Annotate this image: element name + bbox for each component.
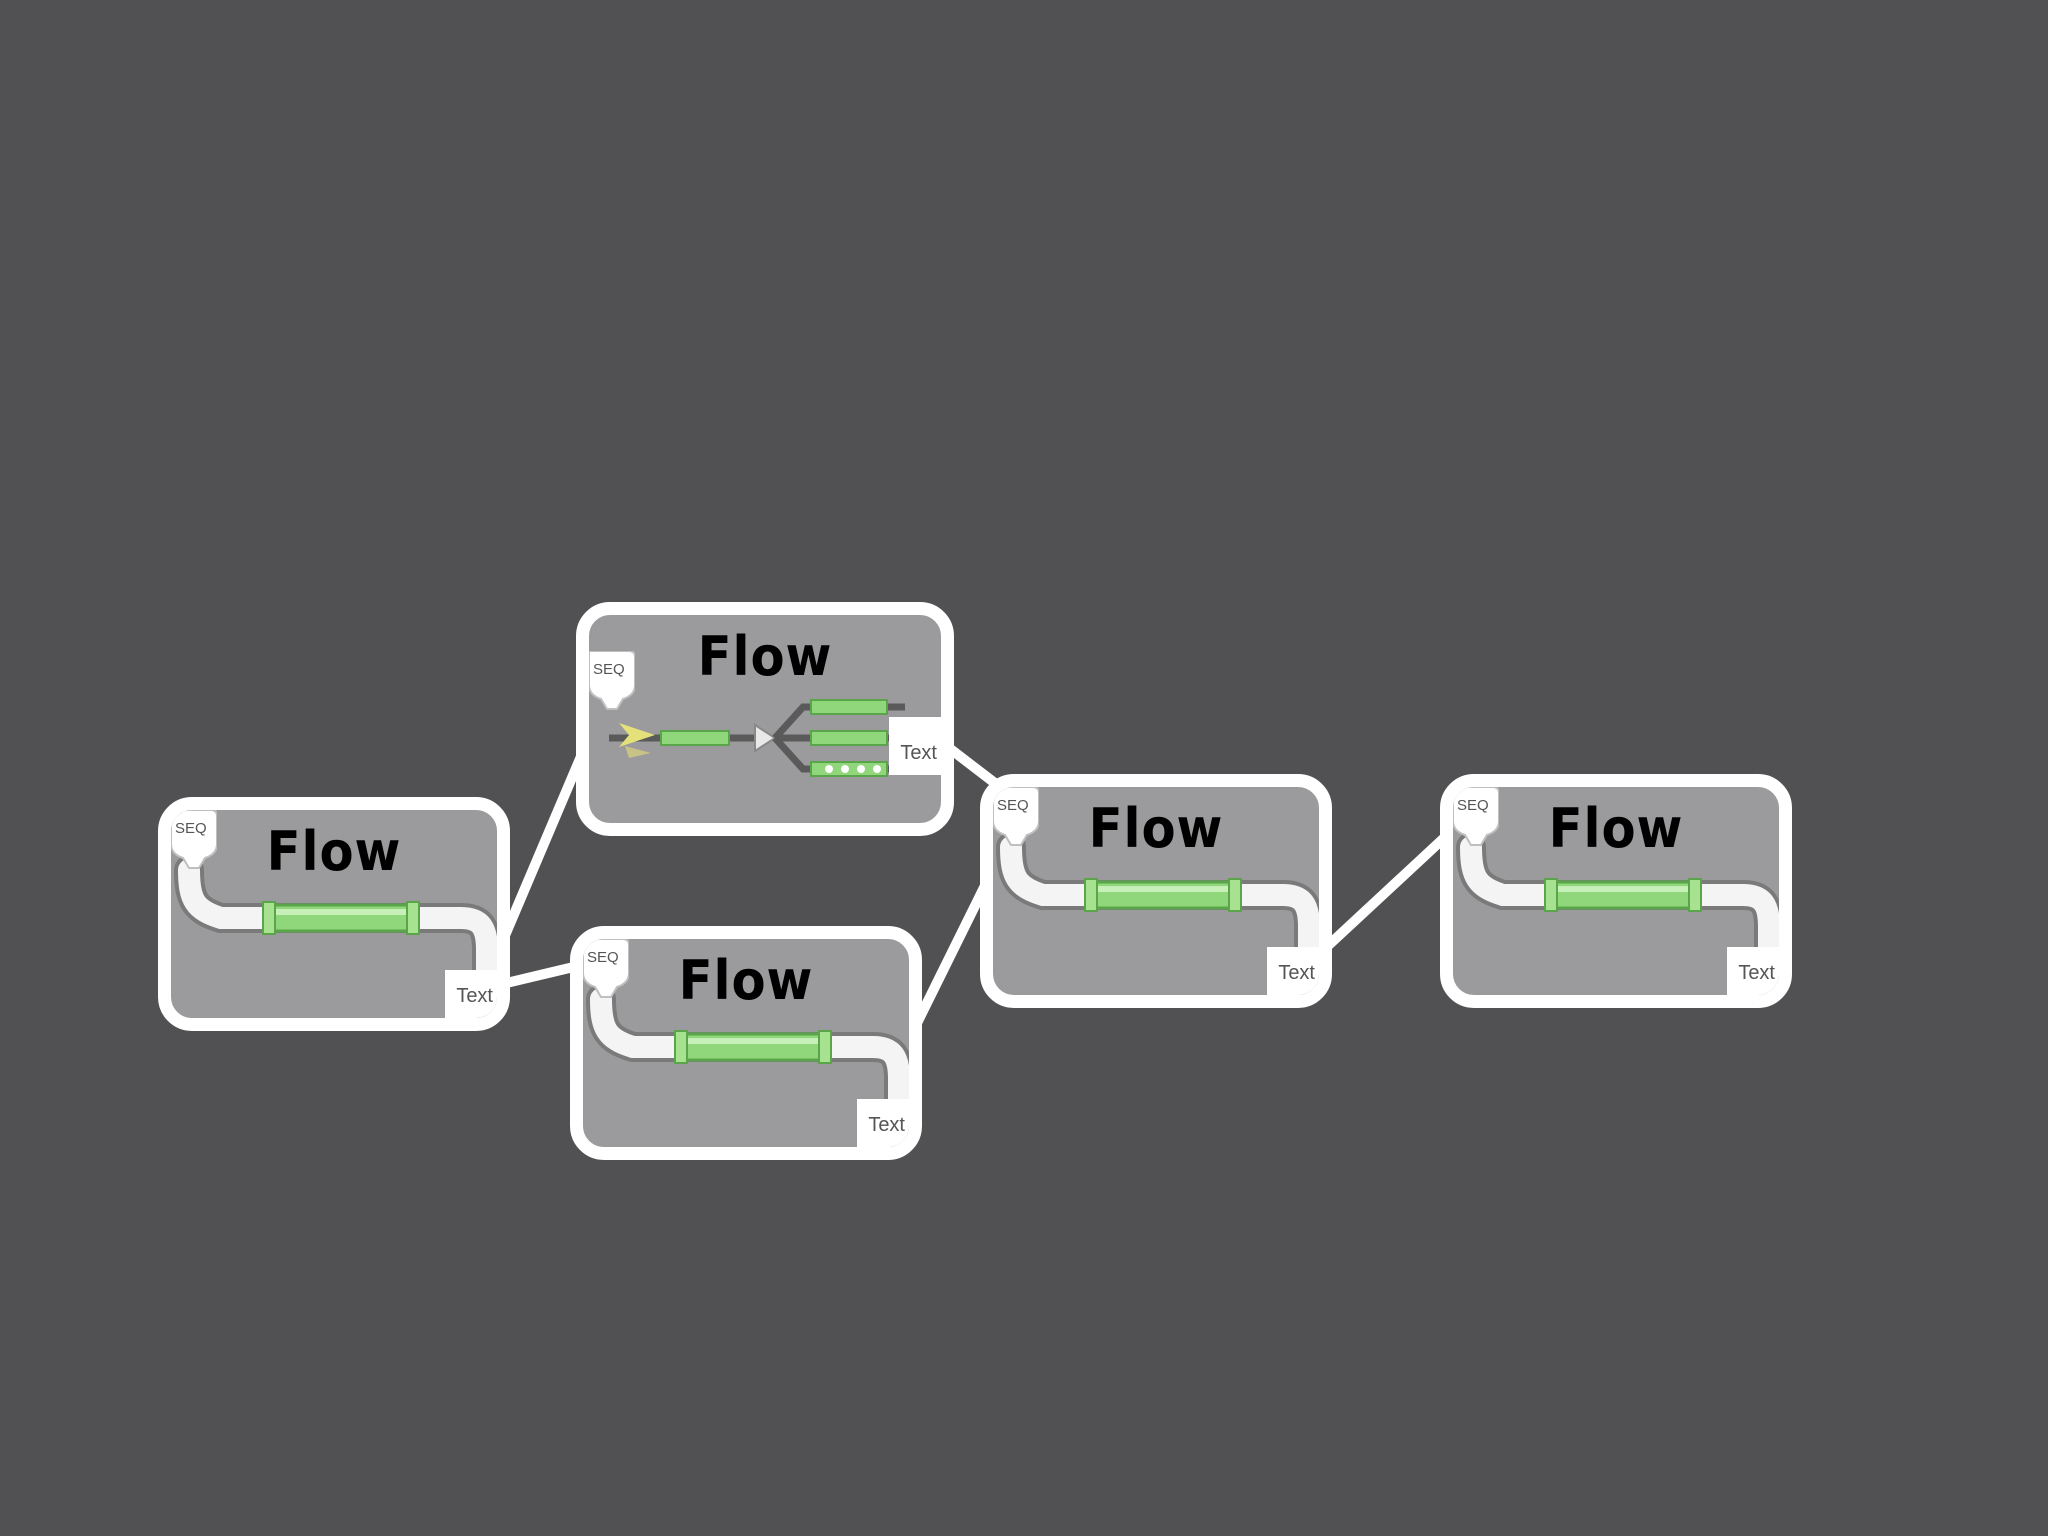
text-label: Text	[868, 1114, 905, 1136]
elbow-pipe-glyph	[174, 855, 497, 995]
seq-input-port[interactable]: SEQ	[171, 810, 218, 870]
text-label: Text	[1738, 962, 1775, 984]
edge-flow-1-to-flow-3[interactable]	[493, 960, 587, 990]
seq-label: SEQ	[1457, 797, 1489, 814]
text-label: Text	[1278, 962, 1315, 984]
flow-node-3[interactable]: Flow SEQ Text	[570, 926, 922, 1160]
text-label: Text	[456, 985, 493, 1007]
text-output-port[interactable]: Text	[1727, 947, 1779, 995]
node-title: Flow	[678, 949, 814, 1012]
seq-label: SEQ	[593, 661, 625, 678]
seq-label: SEQ	[175, 820, 207, 837]
flow-node-5[interactable]: Flow SEQ Text	[1440, 774, 1792, 1008]
flow-node-2[interactable]: Flow SEQ Text	[576, 602, 954, 836]
seq-input-port[interactable]: SEQ	[1453, 787, 1500, 847]
seq-input-port[interactable]: SEQ	[993, 787, 1040, 847]
text-label: Text	[900, 742, 937, 764]
text-output-port[interactable]: Text	[1267, 947, 1319, 995]
seq-input-port[interactable]: SEQ	[583, 939, 630, 999]
node-title: Flow	[1088, 797, 1224, 860]
node-title: Flow	[266, 820, 402, 883]
elbow-pipe-glyph	[996, 832, 1319, 972]
seq-tag-icon	[171, 810, 218, 869]
text-output-port[interactable]: Text	[445, 970, 497, 1018]
seq-label: SEQ	[587, 949, 619, 966]
seq-input-port[interactable]: SEQ	[589, 650, 636, 711]
seq-tag-icon	[1453, 787, 1500, 846]
edge-flow-4-to-flow-5[interactable]	[1313, 820, 1463, 960]
node-title: Flow	[1548, 797, 1684, 860]
seq-tag-icon	[993, 787, 1040, 846]
seq-label: SEQ	[997, 797, 1029, 814]
edge-flow-1-to-flow-2[interactable]	[493, 735, 593, 957]
text-output-port[interactable]: Text	[889, 717, 941, 775]
node-title: Flow	[697, 625, 833, 688]
flow-node-4[interactable]: Flow SEQ Text	[980, 774, 1332, 1008]
elbow-pipe-glyph	[586, 984, 909, 1124]
seq-tag-icon	[589, 650, 636, 710]
elbow-pipe-glyph	[1456, 832, 1779, 972]
seq-tag-icon	[583, 939, 630, 998]
branch-pipe-glyph	[609, 699, 905, 777]
flow-node-1[interactable]: Flow SEQ Text	[158, 797, 510, 1031]
text-output-port[interactable]: Text	[857, 1099, 909, 1147]
